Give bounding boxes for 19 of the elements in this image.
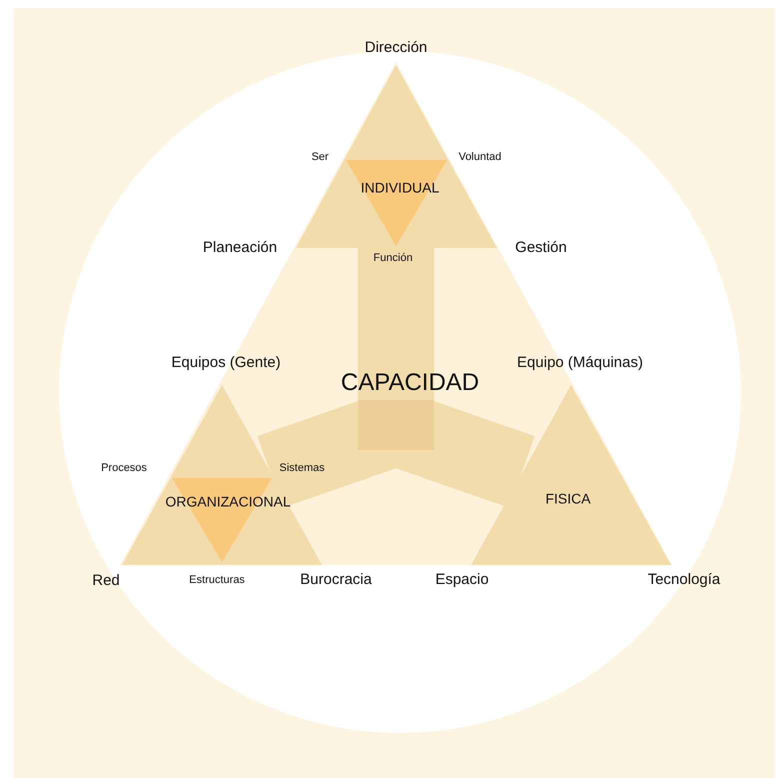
- side-label: Dirección: [364, 40, 428, 56]
- side-label: Función: [373, 252, 413, 264]
- side-label: Gestión: [515, 240, 567, 256]
- node-label: FISICA: [545, 491, 591, 507]
- side-label: Procesos: [101, 462, 147, 474]
- side-label: Equipos (Gente): [171, 354, 281, 372]
- side-label: Tecnología: [648, 572, 720, 588]
- side-label: Espacio: [435, 572, 489, 588]
- node-label: CAPACIDAD: [340, 370, 480, 396]
- node-label: ORGANIZACIONAL: [165, 494, 291, 510]
- side-label: Burocracia: [300, 572, 372, 588]
- side-label: Ser: [311, 150, 329, 164]
- side-label: Sistemas: [279, 462, 325, 474]
- node-label: INDIVIDUAL: [360, 180, 440, 196]
- side-label: Estructuras: [189, 574, 245, 586]
- side-label: Red: [92, 572, 120, 590]
- side-label: Voluntad: [458, 150, 502, 164]
- side-label: Equipo (Máquinas): [517, 354, 643, 372]
- side-label: Planeación: [202, 240, 278, 256]
